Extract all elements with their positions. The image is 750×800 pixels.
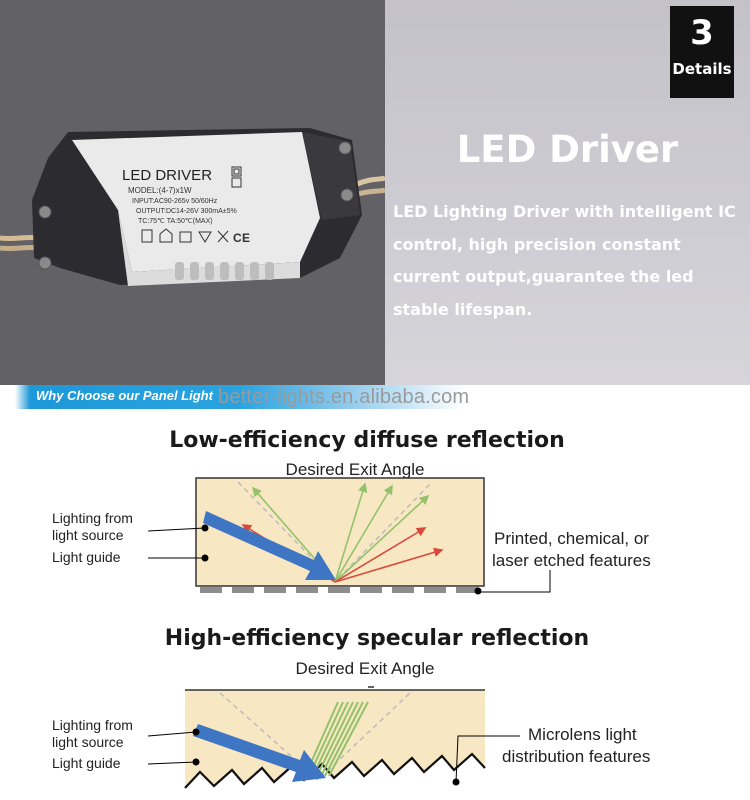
product-label-name: LED DRIVER xyxy=(122,167,212,184)
svg-text:C: C xyxy=(233,231,242,245)
high-label-source-1: Lighting from xyxy=(52,717,133,733)
product-photo: LED DRIVER MODEL:(4-7)x1W INPUT:AC90-265… xyxy=(0,0,386,385)
section-banner: Why Choose our Panel Light xyxy=(0,385,750,409)
product-label-input: INPUT:AC90-265v 50/60Hz xyxy=(132,198,218,205)
svg-text:E: E xyxy=(242,231,250,245)
microlens-features xyxy=(184,752,486,789)
watermark: better-lights.en.alibaba.com xyxy=(218,386,470,408)
step-badge: 3 Details xyxy=(670,6,734,98)
product-label-temps: TC:75℃ TA:50℃(MAX) xyxy=(138,218,213,225)
banner-text: Why Choose our Panel Light xyxy=(36,388,213,403)
low-features-1: Printed, chemical, or xyxy=(494,529,649,548)
high-efficiency-title: High-efficiency specular reflection xyxy=(165,626,589,651)
high-efficiency-diagram: High-efficiency specular reflection Desi… xyxy=(52,626,650,800)
high-label-guide: Light guide xyxy=(52,755,121,771)
low-features-2: laser etched features xyxy=(492,551,651,570)
product-detail-section: LED DRIVER MODEL:(4-7)x1W INPUT:AC90-265… xyxy=(0,0,750,385)
product-description: LED Lighting Driver with intelligent IC … xyxy=(393,202,736,319)
low-label-source-2: light source xyxy=(52,527,124,543)
low-label-guide: Light guide xyxy=(52,549,121,565)
low-exit-angle: Desired Exit Angle xyxy=(286,460,425,479)
high-exit-angle: Desired Exit Angle xyxy=(296,659,435,678)
badge-label: Details xyxy=(672,60,732,78)
high-label-source-2: light source xyxy=(52,734,124,750)
certification-icons xyxy=(141,228,229,243)
low-label-source-1: Lighting from xyxy=(52,510,133,526)
low-efficiency-title: Low-efficiency diffuse reflection xyxy=(169,428,565,453)
low-efficiency-diagram: Low-efficiency diffuse reflection Desire… xyxy=(52,428,651,595)
etched-features xyxy=(200,587,478,593)
high-features-1: Microlens light xyxy=(528,725,637,744)
product-label-output: OUTPUT:DC14-26V 300mA±5% xyxy=(136,208,237,215)
reflection-diagrams: Low-efficiency diffuse reflection Desire… xyxy=(52,428,651,800)
product-label-model: MODEL:(4-7)x1W xyxy=(128,186,192,195)
high-features-2: distribution features xyxy=(502,747,650,766)
led-driver-illustration: LED DRIVER MODEL:(4-7)x1W INPUT:AC90-265… xyxy=(0,128,386,286)
badge-number: 3 xyxy=(690,13,714,53)
product-title: LED Driver xyxy=(456,128,679,171)
